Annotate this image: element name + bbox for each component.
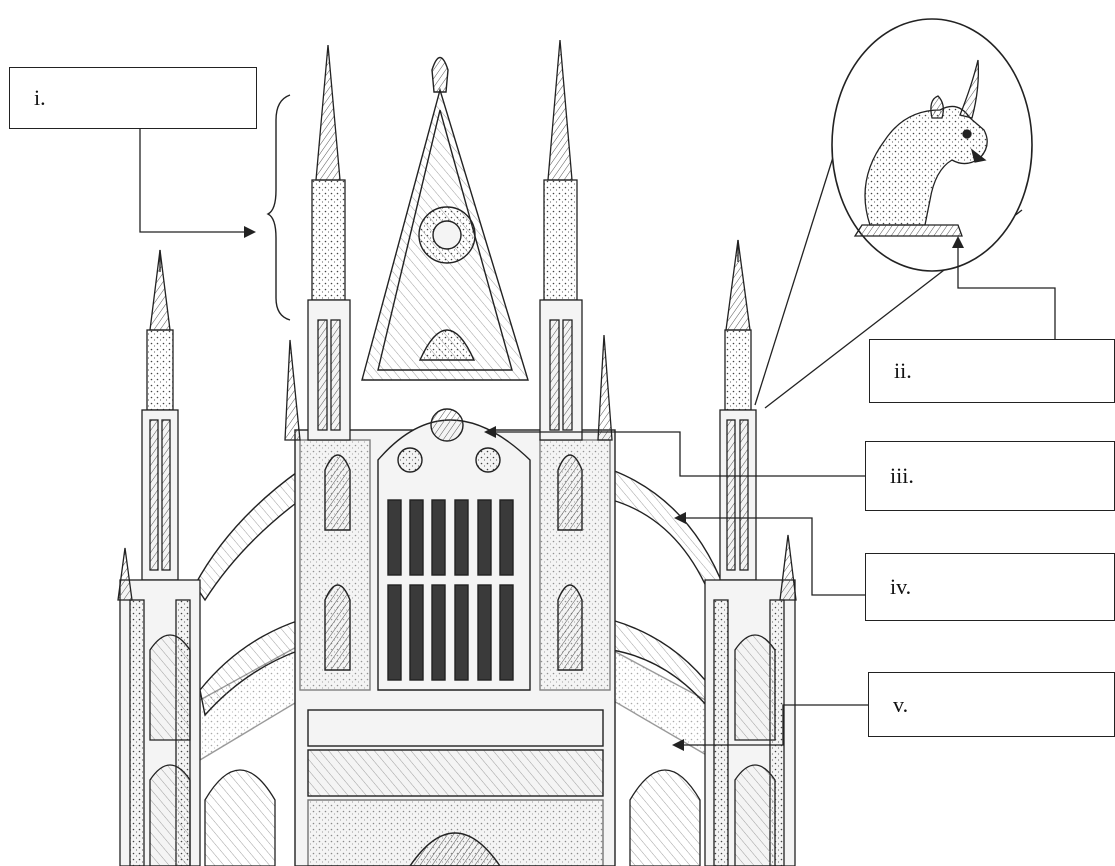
label-box-iv[interactable]: iv. — [865, 553, 1115, 621]
outer-tower-left — [118, 250, 200, 866]
leader-line-i — [140, 128, 248, 232]
flying-buttress-left — [195, 470, 300, 760]
label-box-i[interactable]: i. — [9, 67, 257, 129]
label-iii: iii. — [890, 463, 914, 489]
arrowhead-v — [672, 739, 684, 751]
label-iv: iv. — [890, 574, 911, 600]
label-box-ii[interactable]: ii. — [869, 339, 1115, 403]
outer-tower-right — [705, 240, 796, 866]
label-ii: ii. — [894, 358, 912, 384]
label-v: v. — [893, 692, 908, 718]
arrowhead-i — [244, 226, 256, 238]
inner-spire-left — [285, 45, 350, 440]
label-i: i. — [34, 85, 46, 111]
inner-spire-right — [540, 40, 612, 440]
bracket-brace — [268, 95, 290, 320]
label-box-v[interactable]: v. — [868, 672, 1115, 737]
label-box-iii[interactable]: iii. — [865, 441, 1115, 511]
